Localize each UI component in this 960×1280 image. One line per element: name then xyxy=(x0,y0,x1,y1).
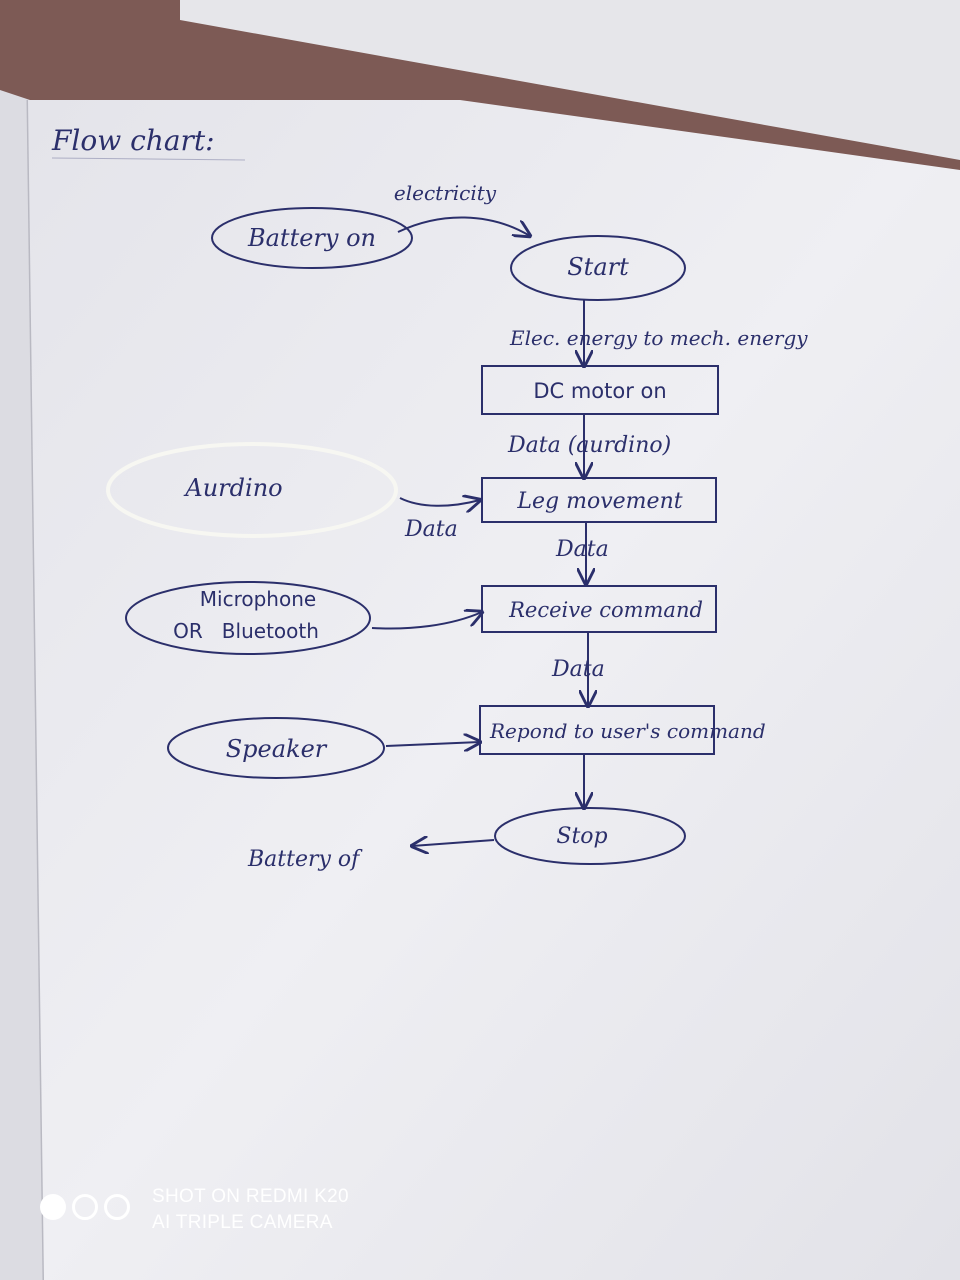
microphone-bluetooth-oval xyxy=(125,581,371,655)
data-label-1: Data xyxy=(555,537,609,562)
battery-off-label: Battery of xyxy=(247,847,363,872)
watermark-line-2: AI TRIPLE CAMERA xyxy=(152,1212,333,1233)
left-page xyxy=(0,90,45,1280)
stop-label: Stop xyxy=(556,824,607,849)
camera-watermark: SHOT ON REDMI K20 AI TRIPLE CAMERA xyxy=(40,1180,380,1240)
speaker-label: Speaker xyxy=(226,735,328,763)
stop-oval xyxy=(494,807,686,865)
arrow-stop-to-battery-off xyxy=(412,840,495,846)
dot-filled-icon xyxy=(40,1194,66,1220)
page-title: Flow chart: xyxy=(51,124,215,157)
data-side-label: Data xyxy=(404,517,458,542)
dc-motor-label: DC motor on xyxy=(533,379,666,403)
speaker-oval xyxy=(167,717,385,779)
title-underline xyxy=(51,157,246,161)
arrow-speaker-to-respond xyxy=(385,742,480,746)
battery-on-oval xyxy=(211,207,413,269)
leg-movement-label: Leg movement xyxy=(516,489,682,514)
watermark-text: SHOT ON REDMI K20 AI TRIPLE CAMERA xyxy=(152,1184,349,1236)
background-wall xyxy=(180,0,960,160)
microphone-label: Microphone xyxy=(200,587,316,611)
dot-ring-icon xyxy=(72,1194,98,1220)
receive-command-box xyxy=(481,585,717,633)
electricity-label: electricity xyxy=(394,181,497,205)
electricity-arrow xyxy=(397,216,530,236)
main-page xyxy=(28,100,960,1280)
start-label: Start xyxy=(567,253,629,281)
watermark-line-1: SHOT ON REDMI K20 xyxy=(152,1186,349,1207)
receive-command-label: Receive command xyxy=(508,598,703,622)
respond-command-label: Repond to user's command xyxy=(489,719,766,743)
aurdino-label: Aurdino xyxy=(183,474,282,502)
camera-dots-icon xyxy=(40,1194,140,1224)
data-aurdino-label: Data (aurdino) xyxy=(507,433,671,458)
aurdino-oval xyxy=(106,442,398,538)
arrow-mic-to-receive xyxy=(371,612,482,630)
leg-movement-box xyxy=(481,477,717,523)
battery-on-label: Battery on xyxy=(247,224,376,252)
dc-motor-box xyxy=(481,365,719,415)
or-bluetooth-label: OR Bluetooth xyxy=(173,619,319,643)
energy-label: Elec. energy to mech. energy xyxy=(509,326,808,350)
arrow-aurdino-to-leg xyxy=(399,498,480,506)
dot-ring-icon xyxy=(104,1194,130,1220)
respond-command-box xyxy=(479,705,715,755)
start-oval xyxy=(510,235,686,301)
data-label-2: Data xyxy=(551,657,605,682)
